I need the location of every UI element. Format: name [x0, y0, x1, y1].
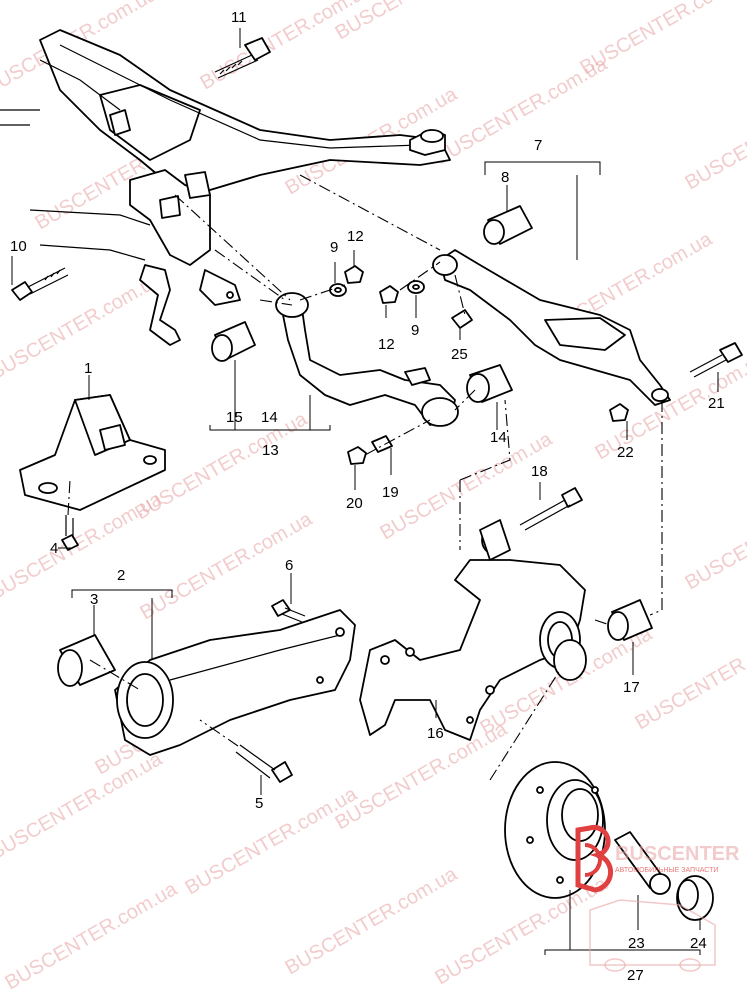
rear-subframe — [0, 29, 451, 346]
watermark-text: BUSCENTER.com.ua — [682, 78, 747, 195]
bushing-15 — [211, 321, 256, 362]
label-part-21: 21 — [708, 395, 725, 412]
label-part-17: 17 — [623, 679, 640, 696]
label-part-10: 10 — [10, 238, 27, 255]
label-part-27: 27 — [627, 967, 644, 984]
bolt-6 — [271, 599, 306, 623]
label-part-16: 16 — [427, 725, 444, 742]
logo-subtitle: АВТОМОБИЛЬНЫЕ ЗАПЧАСТИ — [615, 867, 718, 874]
bushing-17 — [607, 599, 653, 641]
label-part-23: 23 — [628, 935, 645, 952]
label-part-5: 5 — [255, 795, 263, 812]
label-part-1: 1 — [84, 360, 92, 377]
watermark-text: BUSCENTER.com.ua — [2, 878, 182, 995]
washer-9b — [407, 280, 425, 294]
part-labels: 11 7 8 12 9 10 9 12 25 1 15 14 13 14 21 … — [10, 9, 725, 984]
nut-22 — [609, 403, 629, 422]
watermark-text: BUSCENTER.com.ua — [332, 718, 512, 835]
label-part-7: 7 — [534, 137, 542, 154]
watermark-text: BUSCENTER.com.ua — [432, 873, 612, 990]
label-part-20: 20 — [346, 495, 363, 512]
wheel-bearing-housing-16 — [359, 519, 587, 741]
label-part-24: 24 — [690, 935, 707, 952]
label-part-9-upper: 9 — [330, 239, 338, 256]
label-part-6: 6 — [285, 557, 293, 574]
bushing-14-upper — [466, 364, 513, 403]
control-arm-7 — [432, 249, 671, 406]
label-part-14-right: 14 — [490, 429, 507, 446]
bolt-23 — [614, 831, 671, 895]
bolt-5 — [235, 744, 293, 783]
bolt-18 — [519, 487, 583, 531]
label-part-14-left: 14 — [261, 409, 278, 426]
group-brackets — [71, 161, 701, 955]
nut-12a — [344, 265, 364, 284]
label-part-3: 3 — [90, 591, 98, 608]
watermark-text: BUSCENTER.com.ua — [282, 863, 462, 980]
washer-9a — [329, 283, 347, 297]
watermark-text: BUSCENTER.com.ua — [0, 748, 167, 865]
bushing-8 — [483, 205, 533, 245]
bushing-3 — [57, 634, 116, 687]
watermark-text: BUSCENTER.com.ua — [682, 478, 747, 595]
label-part-19: 19 — [382, 484, 399, 501]
mount-1 — [19, 394, 166, 511]
bolt-21 — [689, 342, 743, 378]
label-part-2: 2 — [117, 567, 125, 584]
bolt-4 — [61, 515, 79, 551]
bolt-11 — [214, 37, 271, 79]
watermark-text: BUSCENTER.com.ua — [432, 53, 612, 170]
leader-lines — [11, 28, 719, 930]
label-part-22: 22 — [617, 444, 634, 461]
nut-12b — [379, 285, 399, 304]
control-arm-13 — [275, 292, 459, 427]
bolt-10 — [11, 267, 69, 301]
label-part-8: 8 — [501, 169, 509, 186]
label-part-13: 13 — [262, 442, 279, 459]
trailing-arm-2 — [114, 609, 356, 756]
nut-20 — [347, 446, 367, 465]
watermark-text: BUSCENTER.com.ua — [182, 783, 362, 900]
label-part-9-lower: 9 — [411, 322, 419, 339]
label-part-25: 25 — [451, 346, 468, 363]
label-part-15: 15 — [226, 409, 243, 426]
logo-title: BUSCENTER — [615, 843, 740, 865]
label-part-12-lower: 12 — [378, 336, 395, 353]
sleeve-25 — [451, 309, 473, 329]
washer-19 — [371, 435, 393, 453]
buscenter-logo: BUSCENTER АВТОМОБИЛЬНЫЕ ЗАПЧАСТИ — [575, 824, 740, 972]
label-part-12-upper: 12 — [347, 228, 364, 245]
assembly-guides — [67, 174, 663, 781]
label-part-11: 11 — [231, 9, 247, 26]
label-part-4: 4 — [50, 540, 58, 557]
label-part-18: 18 — [531, 463, 548, 480]
